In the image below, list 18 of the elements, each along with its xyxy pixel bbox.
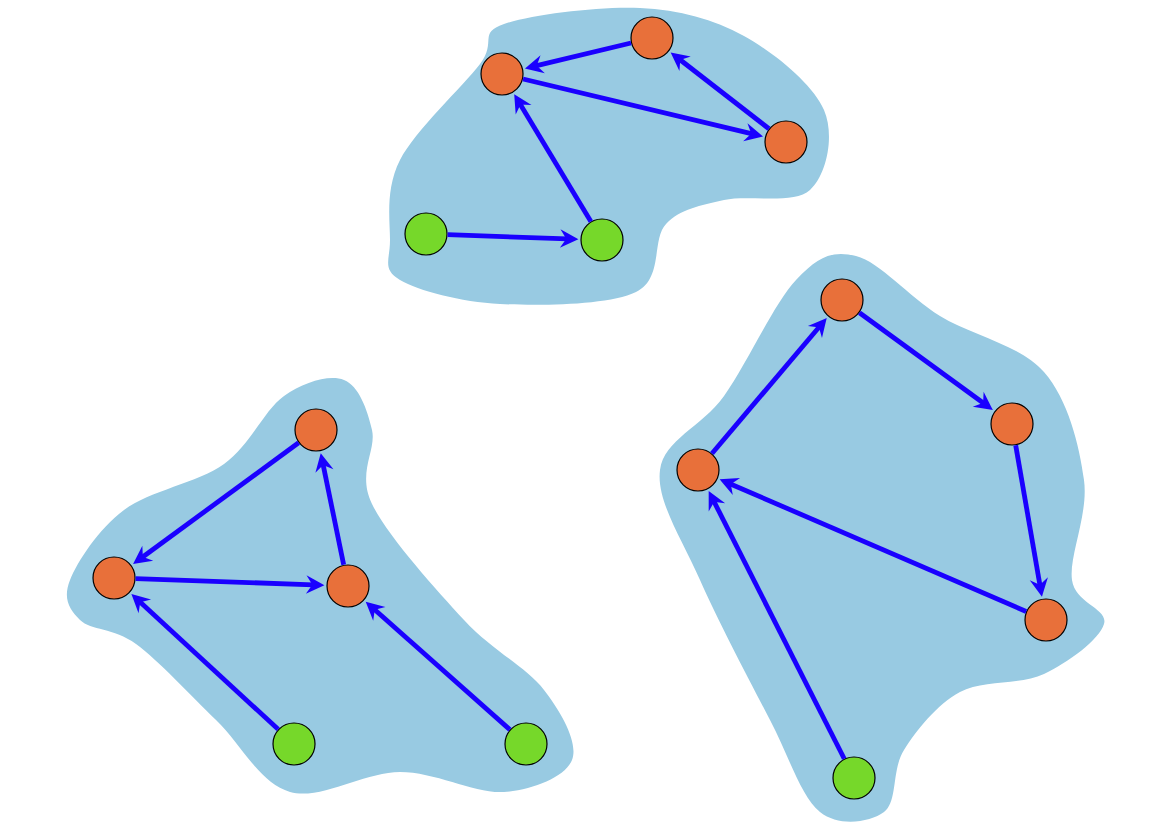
- graph-node: [404, 212, 448, 256]
- graph-node: [832, 756, 876, 800]
- graph-node: [630, 16, 674, 60]
- graph-node: [990, 402, 1034, 446]
- blob-region: [388, 7, 829, 305]
- blob-region: [659, 253, 1105, 822]
- graph-node: [92, 556, 136, 600]
- blob-region: [66, 378, 574, 794]
- graph-node: [272, 722, 316, 766]
- graph-node: [480, 52, 524, 96]
- graph-node: [820, 278, 864, 322]
- graph-node: [1024, 598, 1068, 642]
- graph-node: [764, 120, 808, 164]
- graph-node: [580, 218, 624, 262]
- graph-node: [676, 448, 720, 492]
- graph-node: [504, 722, 548, 766]
- graph-node: [326, 564, 370, 608]
- graph-node: [294, 408, 338, 452]
